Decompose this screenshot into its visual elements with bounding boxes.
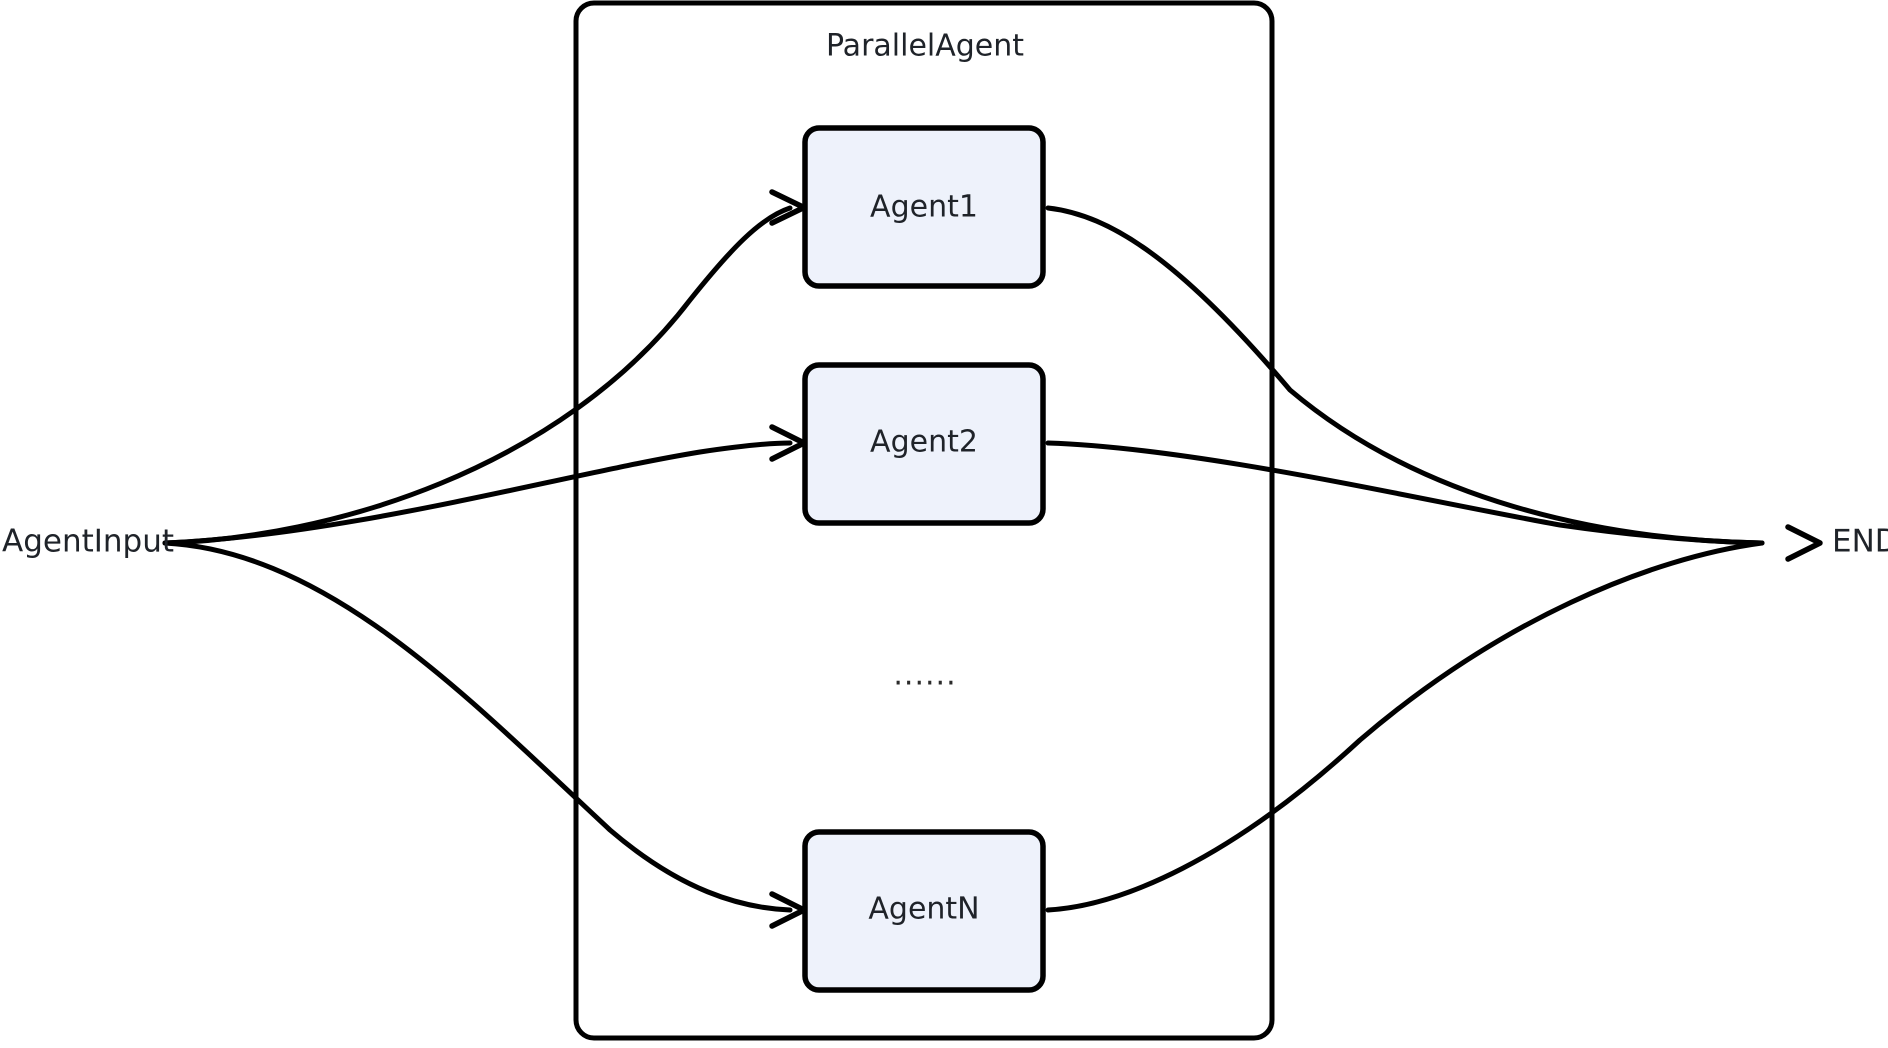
agent-node-1-label: Agent1 — [870, 190, 978, 225]
edge-input-to-agentn — [162, 540, 793, 913]
agent-node-2[interactable]: Agent2 — [802, 362, 1046, 526]
agent-node-1-box[interactable] — [802, 125, 1046, 289]
arrow-head-end — [1785, 524, 1823, 562]
agent-node-1[interactable]: Agent1 — [802, 125, 1046, 289]
agent-node-n-label: AgentN — [868, 892, 979, 927]
agent-node-2-box[interactable] — [802, 362, 1046, 526]
agent-node-n[interactable]: AgentN — [802, 829, 1046, 993]
edge-input-to-agent1 — [162, 205, 793, 546]
ellipsis-label: ...... — [893, 658, 956, 693]
agent-input-label: AgentInput — [2, 524, 174, 560]
parallel-agent-group-title: ParallelAgent — [826, 29, 1024, 64]
edge-input-to-agent2 — [162, 440, 793, 546]
edge-agentn-to-end — [1045, 540, 1765, 913]
edge-agent2-to-end — [1045, 440, 1765, 546]
agent-node-n-box[interactable] — [802, 829, 1046, 993]
parallel-agent-group-box — [573, 0, 1275, 1041]
end-label: END — [1832, 524, 1888, 560]
agent-node-2-label: Agent2 — [870, 425, 978, 460]
